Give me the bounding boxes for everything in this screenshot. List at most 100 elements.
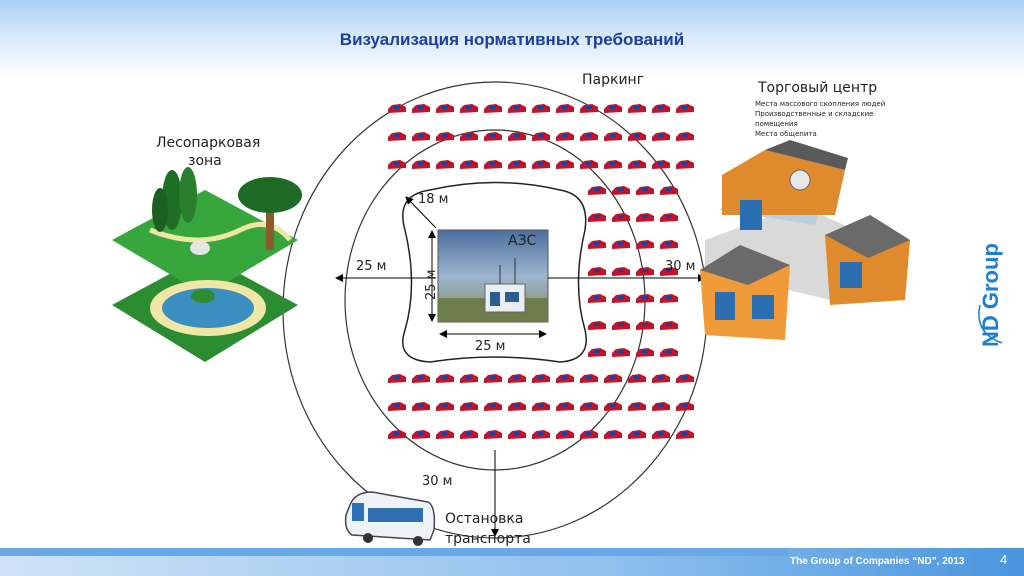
parked-car <box>484 402 502 411</box>
parked-car <box>676 374 694 383</box>
parked-car <box>532 374 550 383</box>
parked-car <box>508 104 526 113</box>
forest-label-line1: Лесопарковая <box>156 135 260 151</box>
page-number: 4 <box>1000 552 1008 567</box>
parked-car <box>388 160 406 169</box>
forest-park-illustration <box>112 167 302 362</box>
mall-note-4: Места общепита <box>755 130 817 138</box>
parked-car <box>532 402 550 411</box>
parked-car <box>660 321 678 330</box>
parked-car <box>388 104 406 113</box>
parked-car <box>436 374 454 383</box>
parked-car <box>556 160 574 169</box>
parked-car <box>412 430 430 439</box>
parked-car <box>436 160 454 169</box>
parked-car <box>556 374 574 383</box>
parked-car <box>436 430 454 439</box>
parking-cars <box>388 104 694 439</box>
parked-car <box>636 267 654 276</box>
parked-car <box>628 104 646 113</box>
corner-distance-arrow <box>405 196 437 229</box>
right-distance-label: 30 м <box>665 259 695 274</box>
parked-car <box>484 104 502 113</box>
mall-title: Торговый центр <box>757 80 877 96</box>
parked-car <box>580 132 598 141</box>
parked-car <box>580 104 598 113</box>
parked-car <box>636 348 654 357</box>
bottom-distance-label: 30 м <box>422 474 452 489</box>
parked-car <box>412 160 430 169</box>
parked-car <box>508 132 526 141</box>
mall-note-1: Места массового скопления людей <box>755 100 885 108</box>
parked-car <box>636 186 654 195</box>
parked-car <box>612 186 630 195</box>
parked-car <box>532 430 550 439</box>
parked-car <box>612 348 630 357</box>
parked-car <box>460 104 478 113</box>
parked-car <box>660 294 678 303</box>
parked-car <box>588 321 606 330</box>
parked-car <box>580 430 598 439</box>
forest-label-line2: зона <box>188 153 222 169</box>
parked-car <box>436 104 454 113</box>
parked-car <box>628 374 646 383</box>
parked-car <box>636 213 654 222</box>
parked-car <box>628 430 646 439</box>
parked-car <box>460 132 478 141</box>
parked-car <box>460 374 478 383</box>
parked-car <box>484 430 502 439</box>
parked-car <box>484 374 502 383</box>
parked-car <box>508 430 526 439</box>
parked-car <box>676 104 694 113</box>
parked-car <box>628 160 646 169</box>
parked-car <box>636 294 654 303</box>
parked-car <box>556 104 574 113</box>
parked-car <box>388 402 406 411</box>
parked-car <box>612 213 630 222</box>
corner-distance-label: 18 м <box>418 192 448 207</box>
station-height-label: 25 м <box>424 270 439 300</box>
parked-car <box>660 186 678 195</box>
left-distance-label: 25 м <box>356 259 386 274</box>
parked-car <box>652 160 670 169</box>
parked-car <box>652 374 670 383</box>
shopping-mall-illustration <box>700 140 910 340</box>
parked-car <box>556 132 574 141</box>
parked-car <box>588 294 606 303</box>
parked-car <box>588 186 606 195</box>
parked-car <box>660 348 678 357</box>
bus-label-line1: Остановка <box>445 511 523 527</box>
parked-car <box>676 430 694 439</box>
parked-car <box>556 430 574 439</box>
parked-car <box>436 132 454 141</box>
bus-label-line2: транспорта <box>445 531 531 547</box>
parked-car <box>412 402 430 411</box>
parked-car <box>388 132 406 141</box>
parked-car <box>604 104 622 113</box>
slide-title: Визуализация нормативных требований <box>339 30 685 49</box>
parked-car <box>580 402 598 411</box>
parked-car <box>532 104 550 113</box>
parked-car <box>652 402 670 411</box>
parked-car <box>484 160 502 169</box>
bus-icon <box>344 491 436 546</box>
parked-car <box>388 430 406 439</box>
nd-group-logo: ND Group <box>966 215 1016 355</box>
parked-car <box>588 348 606 357</box>
parked-car <box>676 402 694 411</box>
mall-note-2: Производственные и складские <box>755 110 873 118</box>
parked-car <box>604 402 622 411</box>
parked-car <box>460 402 478 411</box>
parked-car <box>412 374 430 383</box>
gas-station-photo <box>437 229 549 323</box>
parked-car <box>508 402 526 411</box>
parked-car <box>612 321 630 330</box>
footer-copyright: The Group of Companies “ND”, 2013 <box>790 556 965 567</box>
footer-accent-bar <box>0 548 790 556</box>
parked-car <box>612 294 630 303</box>
parked-car <box>484 132 502 141</box>
parked-car <box>604 374 622 383</box>
parked-car <box>612 240 630 249</box>
parked-car <box>636 240 654 249</box>
